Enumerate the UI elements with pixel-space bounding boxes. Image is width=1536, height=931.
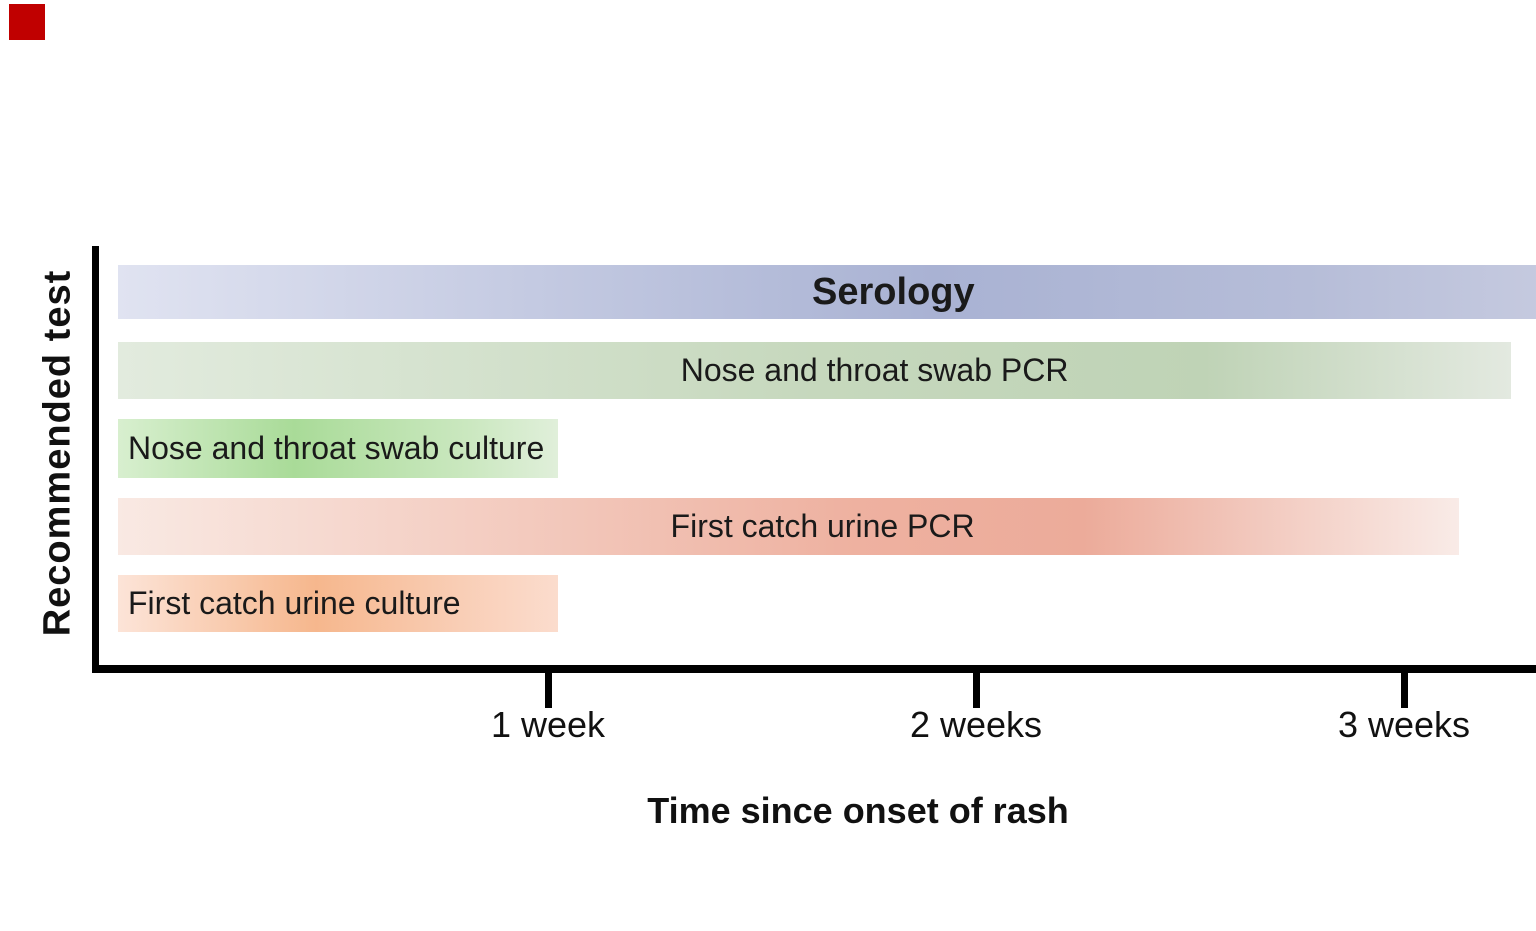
x-axis-tick — [972, 672, 980, 708]
x-axis-title: Time since onset of rash — [647, 790, 1069, 831]
x-tick-label: 3 weeks — [1337, 704, 1471, 745]
bar-nose-and-throat-swab-culture: Nose and throat swab culture — [118, 419, 558, 478]
bar-label: Serology — [812, 270, 975, 313]
x-tick-label: 2 weeks — [909, 704, 1043, 745]
bar-nose-and-throat-swab-pcr: Nose and throat swab PCR — [118, 342, 1512, 399]
x-axis-tick — [1400, 672, 1408, 708]
bar-label: Nose and throat swab culture — [128, 430, 545, 466]
x-tick-label: 1 week — [490, 704, 606, 745]
bar-serology: Serology — [118, 265, 1536, 319]
x-axis-tick — [544, 672, 552, 708]
bar-first-catch-urine-pcr: First catch urine PCR — [118, 498, 1460, 555]
y-axis-title: Recommended test — [36, 269, 79, 637]
x-axis-line — [92, 665, 1536, 673]
bar-label: Nose and throat swab PCR — [680, 352, 1069, 388]
red-square-marker — [9, 4, 45, 40]
bar-label: First catch urine PCR — [670, 508, 975, 544]
bar-label: First catch urine culture — [128, 585, 461, 621]
y-axis-line — [92, 246, 99, 673]
bar-first-catch-urine-culture: First catch urine culture — [118, 575, 558, 632]
